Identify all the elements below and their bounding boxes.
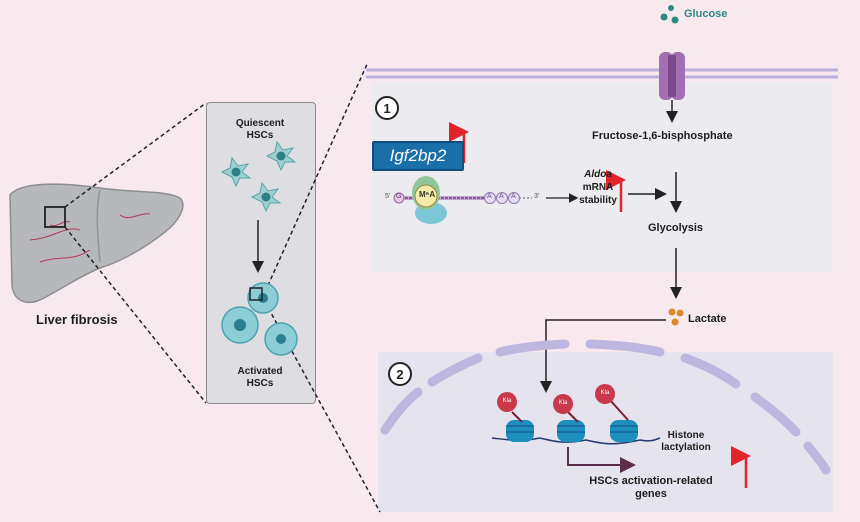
glucose-icon <box>660 5 679 24</box>
chromatin <box>491 384 661 445</box>
arrow-to-genes <box>567 447 636 473</box>
glucose-transporter-icon <box>659 52 685 100</box>
polyA-label-3: A <box>511 193 516 200</box>
lactate-icon <box>668 308 684 326</box>
mrna-label: mRNA <box>582 182 614 193</box>
activated-hsc-icon <box>221 282 298 356</box>
m6a-reader-icon <box>414 184 438 208</box>
cytoplasm-panel <box>372 82 832 272</box>
hsc-genes-label: HSCs activation-related genes <box>589 475 713 500</box>
five-prime-label: 5' <box>385 193 391 200</box>
aldoa-stability-block: Aldoa mRNA stability <box>578 168 618 207</box>
glucose-label: Glucose <box>684 8 728 20</box>
mrna-strand <box>393 176 532 224</box>
kla-marker-icon <box>595 384 615 404</box>
polyA-tail <box>484 192 520 204</box>
aldoa-label: Aldoa <box>584 169 612 180</box>
arrow-lactate-to-nucleus <box>540 319 666 393</box>
zoom-lines <box>64 61 381 513</box>
step-1-badge: 1 <box>375 96 399 120</box>
nucleosome <box>557 420 585 442</box>
nucleosome <box>506 420 534 442</box>
kla-label-3: Kla <box>600 390 610 396</box>
nuclear-envelope <box>380 339 831 475</box>
polyA-label-1: A <box>487 193 492 200</box>
quiescent-hsc-icon <box>220 140 297 213</box>
liver-fibrosis-label: Liver fibrosis <box>36 312 118 327</box>
activated-hsc-label: Activated HSCs <box>237 366 283 389</box>
kla-marker-icon <box>497 392 517 412</box>
fructose-label: Fructose-1,6-bisphosphate <box>592 130 733 142</box>
glycolysis-label: Glycolysis <box>648 222 704 234</box>
kla-marker-icon <box>553 394 573 414</box>
histone-lactylation-label: Histone lactylation <box>661 430 711 453</box>
kla-label-1: Kla <box>502 398 512 404</box>
polyA-label-2: A <box>499 193 504 200</box>
hsc-panel <box>206 102 316 404</box>
up-arrows <box>449 122 751 488</box>
three-prime-label: 3' <box>534 193 540 200</box>
nucleosome <box>610 420 638 442</box>
cap-g-label: G <box>396 193 402 200</box>
hsc-zoom-box <box>249 287 263 301</box>
step-2-badge: 2 <box>388 362 412 386</box>
quiescent-hsc-label: Quiescent HSCs <box>235 118 285 141</box>
m6a-label: M⁶A <box>419 190 436 199</box>
cap-g-node <box>393 192 405 204</box>
nucleus-panel <box>378 352 833 512</box>
kla-label-2: Kla <box>558 400 568 406</box>
cell-membrane <box>366 68 838 79</box>
liver-icon <box>9 183 184 304</box>
stability-label: stability <box>579 195 617 206</box>
liver-zoom-box <box>44 206 66 228</box>
lactate-label: Lactate <box>688 313 727 325</box>
igf2bp2-gene-box: Igf2bp2 <box>372 141 464 171</box>
